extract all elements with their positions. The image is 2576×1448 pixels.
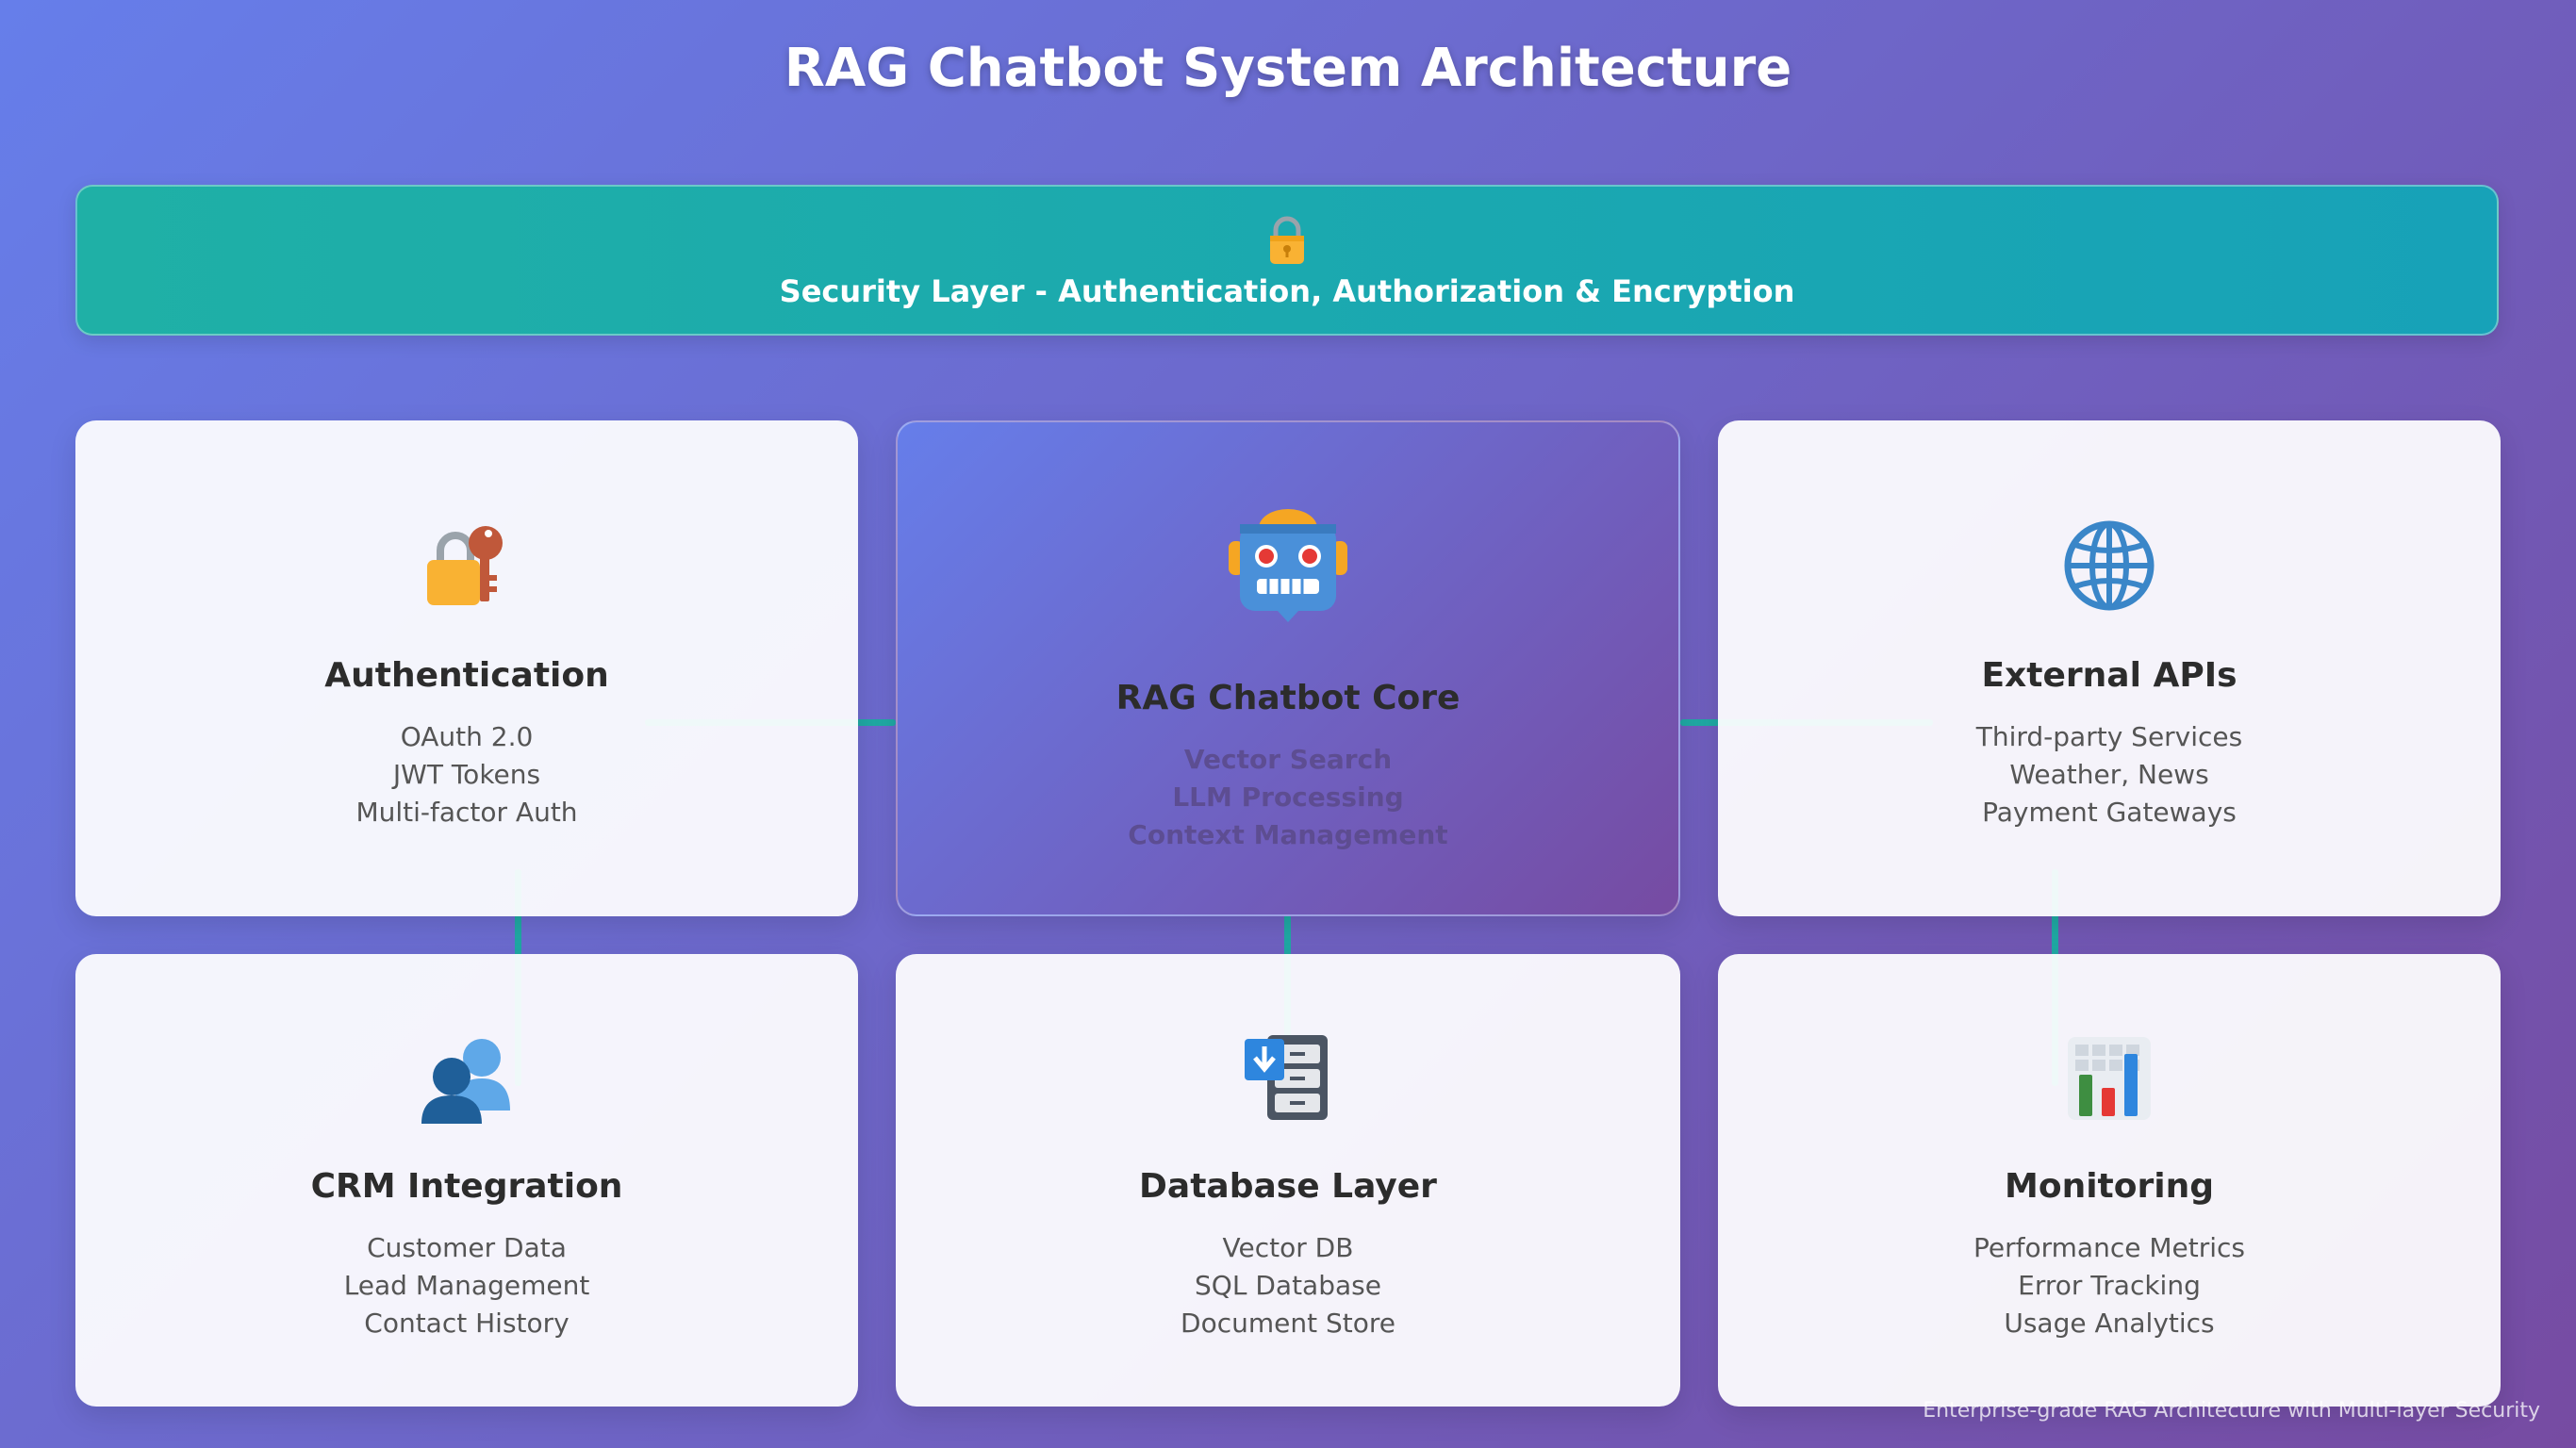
authentication-card[interactable]: Authentication OAuth 2.0 JWT Tokens Mult… bbox=[75, 420, 858, 916]
authentication-title: Authentication bbox=[324, 656, 609, 695]
monitoring-item: Error Tracking bbox=[2018, 1270, 2201, 1301]
monitoring-item: Performance Metrics bbox=[1973, 1232, 2245, 1263]
lock-with-key-icon bbox=[427, 526, 503, 605]
crm-integration-card[interactable]: CRM Integration Customer Data Lead Manag… bbox=[75, 954, 858, 1407]
crm-item: Customer Data bbox=[367, 1232, 567, 1263]
external-apis-item: Third-party Services bbox=[1975, 721, 2243, 752]
globe-icon bbox=[2064, 520, 2155, 611]
crm-item: Contact History bbox=[364, 1308, 570, 1339]
crm-title: CRM Integration bbox=[310, 1167, 623, 1206]
footer-caption: Enterprise-grade RAG Architecture with M… bbox=[1923, 1399, 2540, 1423]
page-title: RAG Chatbot System Architecture bbox=[784, 38, 1792, 99]
security-layer-label: Security Layer - Authentication, Authori… bbox=[779, 273, 1795, 309]
database-title: Database Layer bbox=[1139, 1167, 1437, 1206]
database-item: Document Store bbox=[1181, 1308, 1395, 1339]
security-layer: Security Layer - Authentication, Authori… bbox=[75, 185, 2499, 336]
rag-core-card[interactable]: RAG Chatbot Core Vector Search LLM Proce… bbox=[896, 420, 1680, 916]
monitoring-title: Monitoring bbox=[2005, 1167, 2214, 1206]
core-item: LLM Processing bbox=[1172, 782, 1404, 813]
external-apis-item: Weather, News bbox=[2009, 759, 2209, 790]
robot-icon bbox=[1229, 509, 1347, 622]
core-title: RAG Chatbot Core bbox=[1115, 679, 1461, 717]
database-item: Vector DB bbox=[1222, 1232, 1354, 1263]
monitoring-item: Usage Analytics bbox=[2004, 1308, 2215, 1339]
authentication-item: JWT Tokens bbox=[392, 759, 541, 790]
core-item: Vector Search bbox=[1183, 744, 1393, 775]
monitoring-card[interactable]: Monitoring Performance Metrics Error Tra… bbox=[1718, 954, 2501, 1407]
file-cabinet-icon bbox=[1245, 1035, 1328, 1120]
bar-chart-icon bbox=[2068, 1037, 2151, 1120]
authentication-item: Multi-factor Auth bbox=[355, 797, 578, 828]
crm-item: Lead Management bbox=[343, 1270, 590, 1301]
authentication-item: OAuth 2.0 bbox=[400, 721, 534, 752]
lock-icon bbox=[1270, 216, 1304, 264]
external-apis-card[interactable]: External APIs Third-party Services Weath… bbox=[1718, 420, 2501, 916]
database-layer-card[interactable]: Database Layer Vector DB SQL Database Do… bbox=[896, 954, 1680, 1407]
external-apis-item: Payment Gateways bbox=[1982, 797, 2237, 828]
database-item: SQL Database bbox=[1195, 1270, 1381, 1301]
users-icon bbox=[421, 1039, 510, 1124]
core-item: Context Management bbox=[1128, 819, 1448, 850]
external-apis-title: External APIs bbox=[1981, 656, 2237, 695]
